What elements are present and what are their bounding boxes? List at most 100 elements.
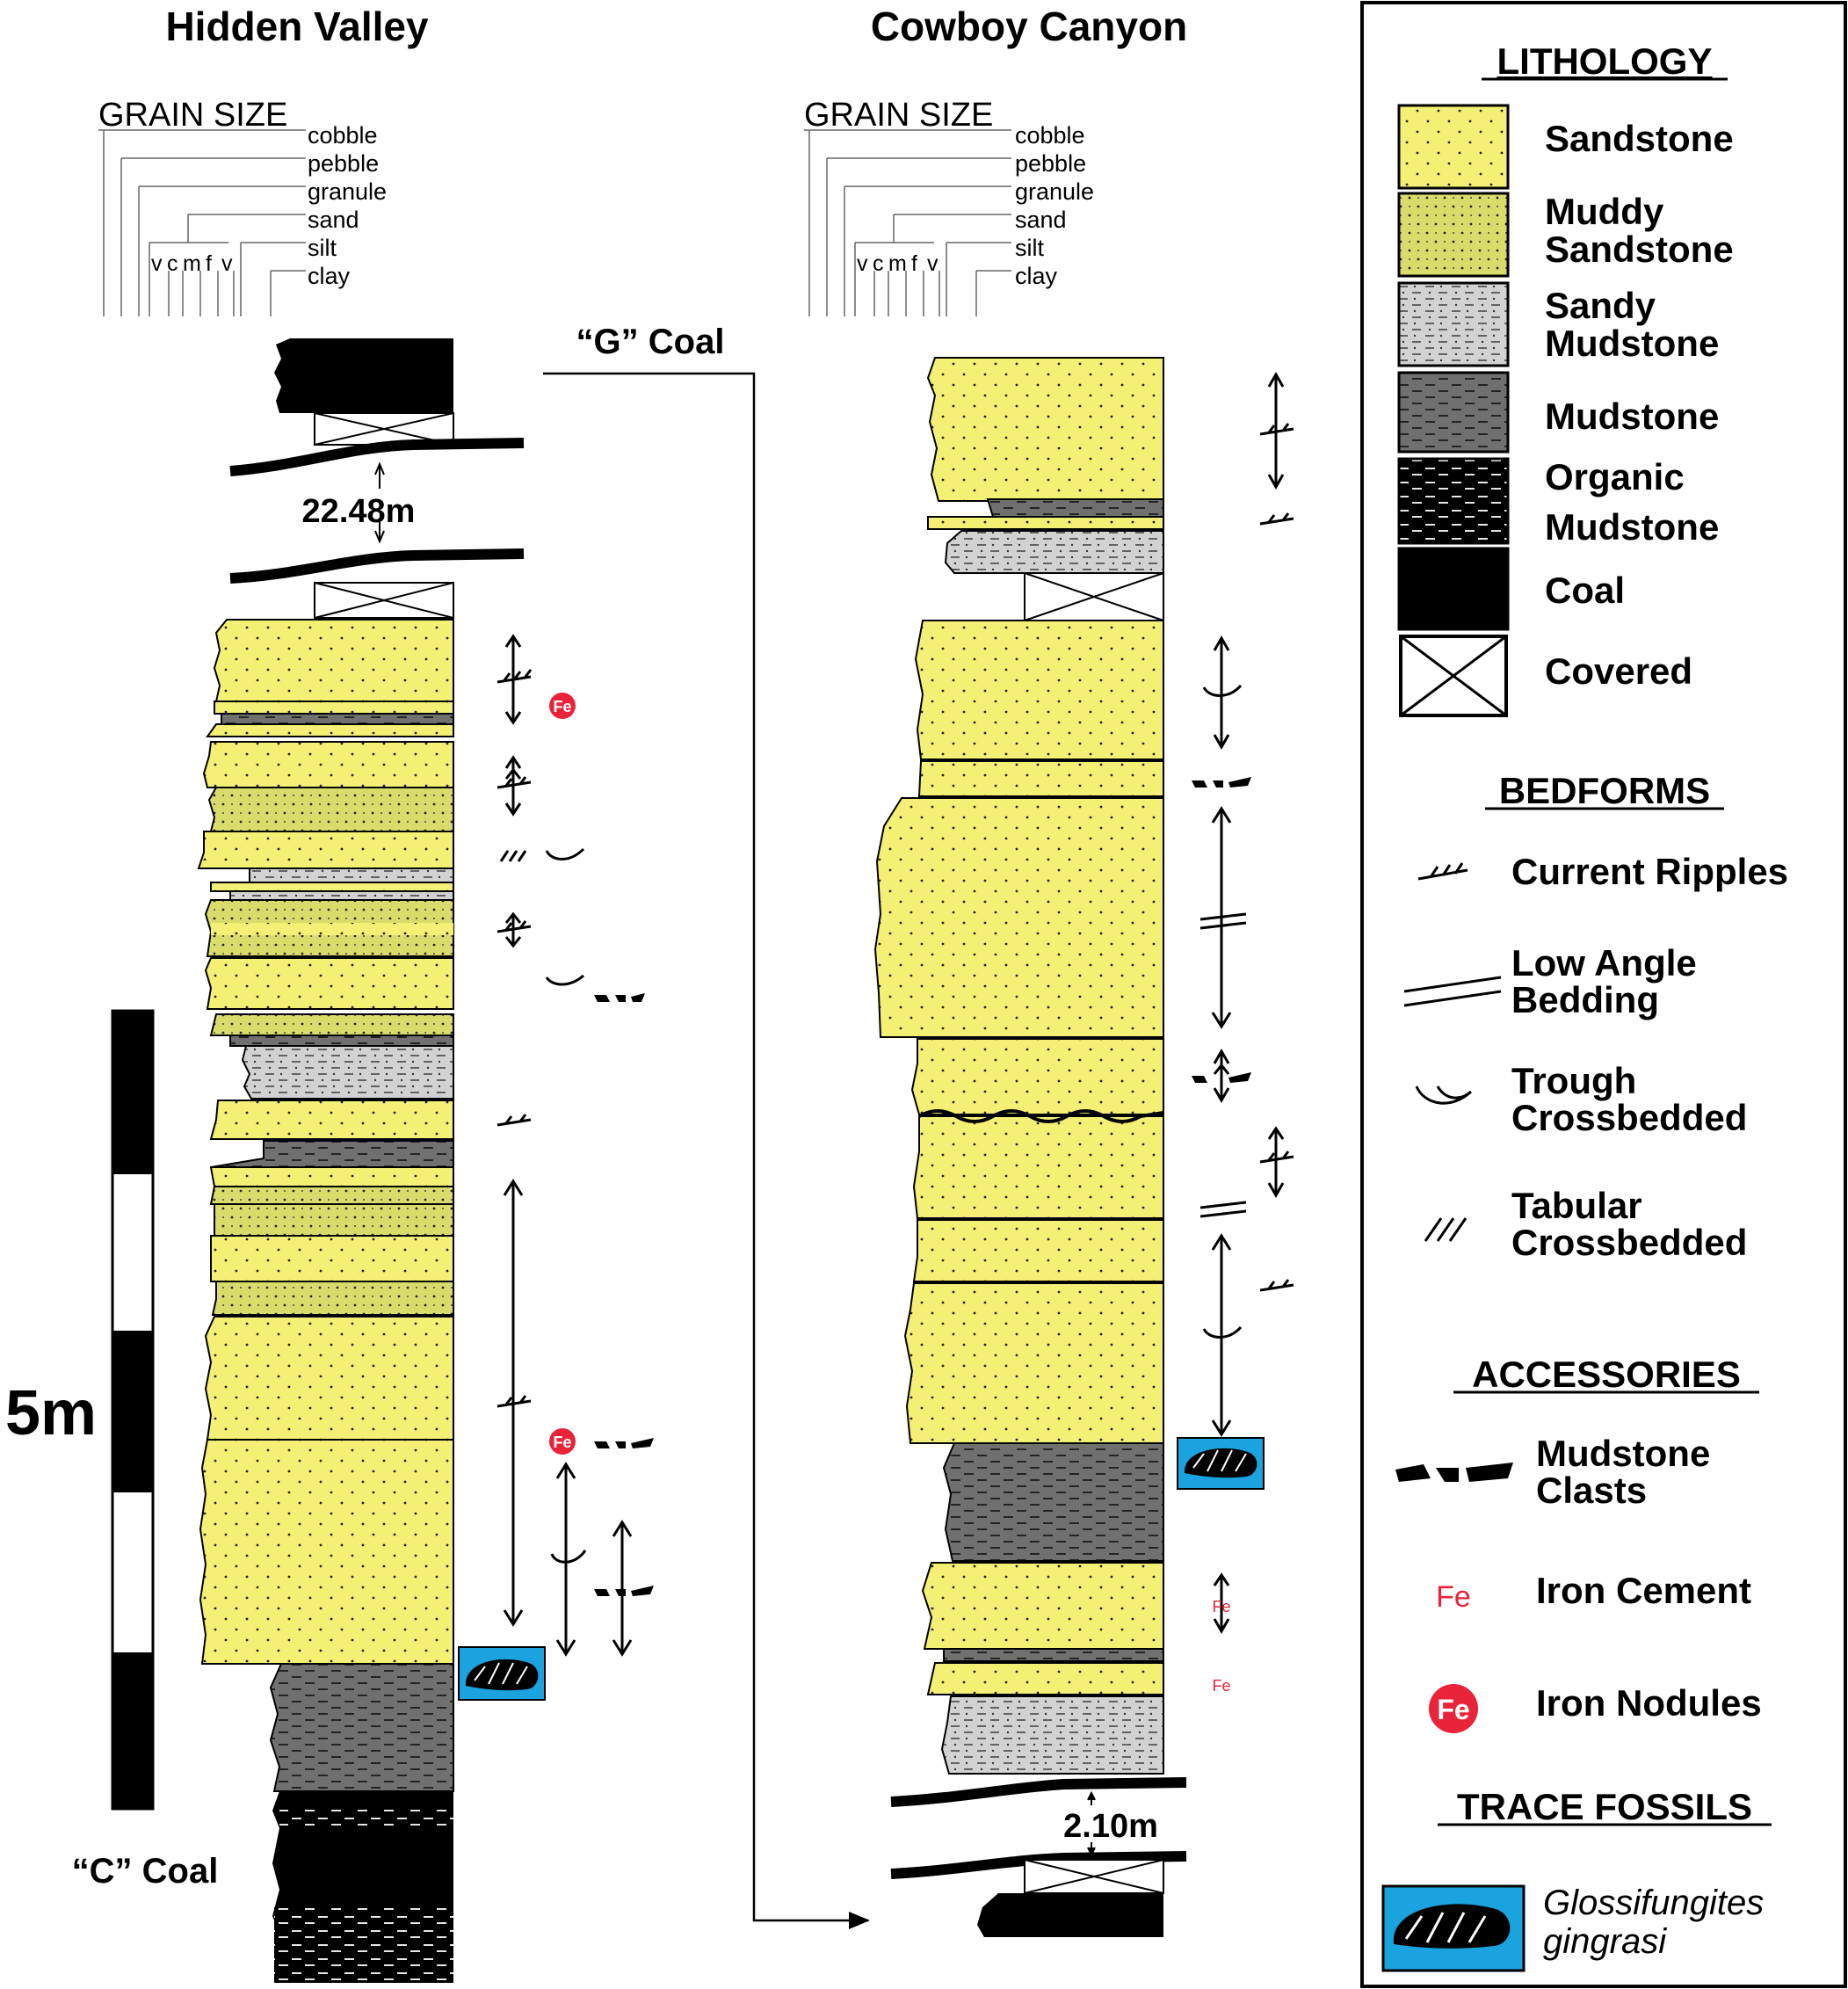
legend-mudstone-clasts-label: Clasts <box>1536 1470 1647 1511</box>
c-coal-label: “C” Coal <box>72 1852 219 1891</box>
bed-sandstone <box>921 1562 1164 1650</box>
legend-sandy-mudstone-swatch <box>1397 281 1510 367</box>
cowboy-canyon-thickness: 2.10m <box>1063 1808 1158 1845</box>
legend-organic-mudstone-label: Mudstone <box>1545 506 1719 548</box>
grain-pebble: pebble <box>1015 150 1086 177</box>
low-angle-bedding-icon <box>1403 976 1502 1007</box>
legend-tabular-crossbedded-label: Tabular <box>1511 1185 1642 1226</box>
bed-sandstone <box>204 1316 454 1441</box>
iron-cement-symbols: Fe Fe <box>1212 1598 1230 1695</box>
scale-bar-label: 5m <box>5 1378 97 1448</box>
grain-sub-m: m <box>888 251 907 276</box>
bed-sandy-mudstone <box>944 530 1164 574</box>
bed-muddy-sandstone <box>211 1281 454 1316</box>
glossifungites-icon <box>1381 1884 1526 1972</box>
cowboy-canyon-column: 2.10m Fe Fe <box>873 357 1294 1937</box>
grain-cobble: cobble <box>308 122 378 149</box>
bed-sandstone <box>210 882 454 892</box>
grain-cobble: cobble <box>1015 122 1085 149</box>
tabular-crossbedded-icon <box>1424 1217 1468 1242</box>
iron-cement-icon: Fe <box>1436 1580 1471 1614</box>
svg-text:Fe: Fe <box>1212 1677 1230 1695</box>
svg-text:Fe: Fe <box>553 698 571 715</box>
iron-nodule-icon <box>1429 1684 1478 1733</box>
grain-sub-vf: v <box>927 251 938 276</box>
bed-sandy-mudstone <box>241 1045 454 1100</box>
grain-sand: sand <box>308 207 359 233</box>
legend-iron-nodules-label: Iron Nodules <box>1536 1682 1762 1724</box>
bed-muddy-sandstone <box>209 1186 454 1205</box>
cowboy-canyon-title: Cowboy Canyon <box>871 4 1187 49</box>
iron-nodule-icon-text: Fe <box>1437 1694 1469 1725</box>
grain-sub-vf: v <box>221 251 233 276</box>
legend: LITHOLOGY Sandstone Muddy Sandstone Sand… <box>1360 1 1847 1988</box>
legend-sandstone-label: Sandstone <box>1545 118 1734 159</box>
section-break-bottom <box>229 548 525 584</box>
bed-sandy-mudstone <box>249 867 454 883</box>
scale-bar: 5m <box>5 1009 155 1811</box>
bed-sandy-mudstone <box>940 1695 1164 1775</box>
bed-muddy-sandstone <box>209 1013 454 1036</box>
legend-bedforms-heading: BEDFORMS <box>1499 770 1710 811</box>
grain-size-heading: GRAIN SIZE <box>804 97 993 134</box>
legend-organic-mudstone-label: Organic <box>1545 456 1685 497</box>
g-coal-correlation: “G” Coal <box>543 323 870 1929</box>
grain-granule: granule <box>308 178 387 205</box>
section-break-bottom <box>890 1851 1187 1879</box>
bed-sandstone <box>903 1282 1164 1444</box>
grain-clay: clay <box>308 263 351 289</box>
bed-sandstone <box>214 701 454 715</box>
bed-mudstone <box>269 1663 454 1792</box>
bed-sandstone <box>914 620 1164 760</box>
section-break-top <box>890 1777 1187 1807</box>
bed-sandstone <box>912 1219 1164 1282</box>
bed-sandstone <box>202 741 454 788</box>
hidden-valley-thickness: 22.48m <box>302 493 416 530</box>
legend-mudstone-swatch <box>1397 371 1510 454</box>
grain-granule: granule <box>1015 178 1094 205</box>
hidden-valley-title: Hidden Valley <box>165 4 429 49</box>
trough-crossbedded-icon <box>1415 1085 1473 1105</box>
grain-silt: silt <box>1015 235 1044 261</box>
grain-sub-vc: v <box>857 251 868 276</box>
legend-muddy-sandstone-label: Muddy <box>1545 191 1664 232</box>
bed-sandstone <box>199 1439 454 1665</box>
mudstone-clast-symbols <box>1192 777 1251 1083</box>
bed-coal <box>977 1893 1163 1937</box>
legend-current-ripples-label: Current Ripples <box>1511 851 1788 892</box>
legend-tabular-crossbedded-label: Crossbedded <box>1511 1222 1747 1263</box>
mudstone-clast-symbols <box>594 993 654 1596</box>
legend-mudstone-clasts-label: Mudstone <box>1536 1433 1710 1474</box>
svg-text:Fe: Fe <box>553 1434 571 1451</box>
legend-trough-crossbedded-label: Trough <box>1511 1060 1636 1101</box>
bed-sandstone <box>917 760 1164 797</box>
legend-low-angle-bedding-label: Low Angle <box>1511 942 1697 984</box>
bed-sandstone <box>927 516 1164 530</box>
grain-sub-f: f <box>206 251 212 276</box>
svg-text:Fe: Fe <box>1212 1598 1230 1615</box>
legend-coal-label: Coal <box>1545 570 1625 611</box>
bed-sandstone <box>204 957 454 1010</box>
grain-size-header-hidden-valley: GRAIN SIZE cobble pebble granule sand si… <box>98 97 387 316</box>
iron-nodule-symbols: Fe Fe <box>549 693 576 1455</box>
bed-sandstone <box>912 1115 1164 1219</box>
bed-mudstone <box>986 498 1164 518</box>
section-break-top <box>229 438 525 476</box>
bed-mudstone <box>942 1442 1164 1562</box>
legend-muddy-sandstone-swatch <box>1397 192 1510 278</box>
legend-lithology-heading: LITHOLOGY <box>1497 40 1713 82</box>
legend-low-angle-bedding-label: Bedding <box>1511 979 1659 1020</box>
current-ripples-icon <box>1417 862 1468 881</box>
legend-glossifungites-label: gingrasi <box>1543 1922 1667 1961</box>
bed-coal <box>274 338 453 413</box>
legend-sandy-mudstone-label: Mudstone <box>1545 323 1719 364</box>
bed-mudstone <box>221 713 454 725</box>
grain-clay: clay <box>1015 263 1058 289</box>
bed-sandstone <box>926 357 1164 502</box>
bed-sandstone <box>873 797 1164 1038</box>
bedform-symbols <box>496 634 633 1657</box>
legend-sandstone-swatch <box>1397 104 1510 190</box>
mudstone-clasts-icon <box>1395 1463 1513 1482</box>
hidden-valley-column: 22.48m <box>72 338 654 1983</box>
